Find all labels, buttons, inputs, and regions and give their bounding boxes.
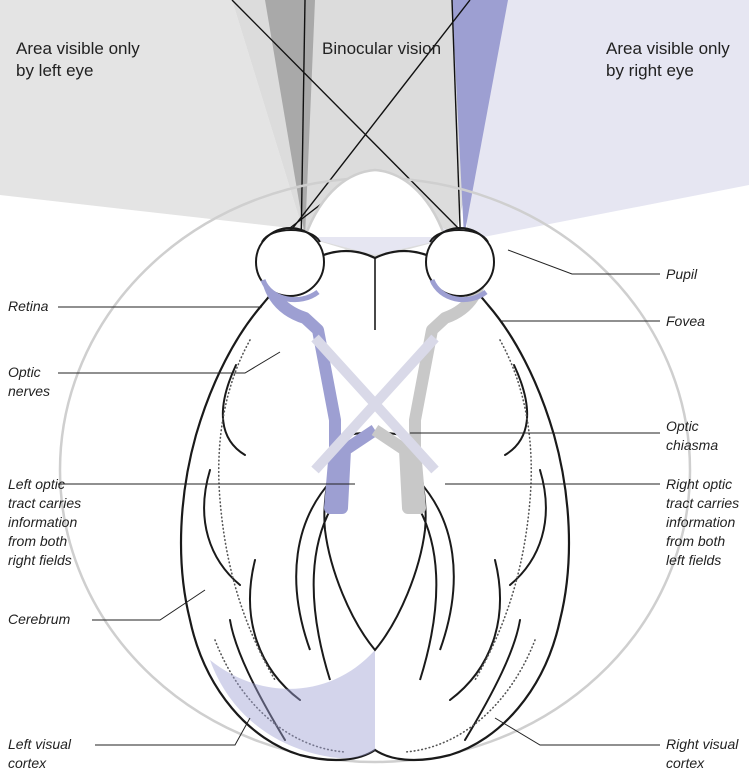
label-pupil: Pupil [666, 266, 698, 282]
label-right-optic-tract: Right optic tract carries information fr… [666, 476, 743, 568]
label-fovea: Fovea [666, 313, 705, 329]
binocular-field-title: Binocular vision [322, 39, 441, 58]
label-retina: Retina [8, 298, 49, 314]
label-cerebrum: Cerebrum [8, 611, 71, 627]
label-optic-chiasma: Optic chiasma [666, 418, 718, 453]
label-left-visual-cortex: Left visual cortex [8, 736, 75, 771]
label-optic-nerves: Optic nerves [8, 364, 50, 399]
label-right-visual-cortex: Right visual cortex [666, 736, 742, 771]
